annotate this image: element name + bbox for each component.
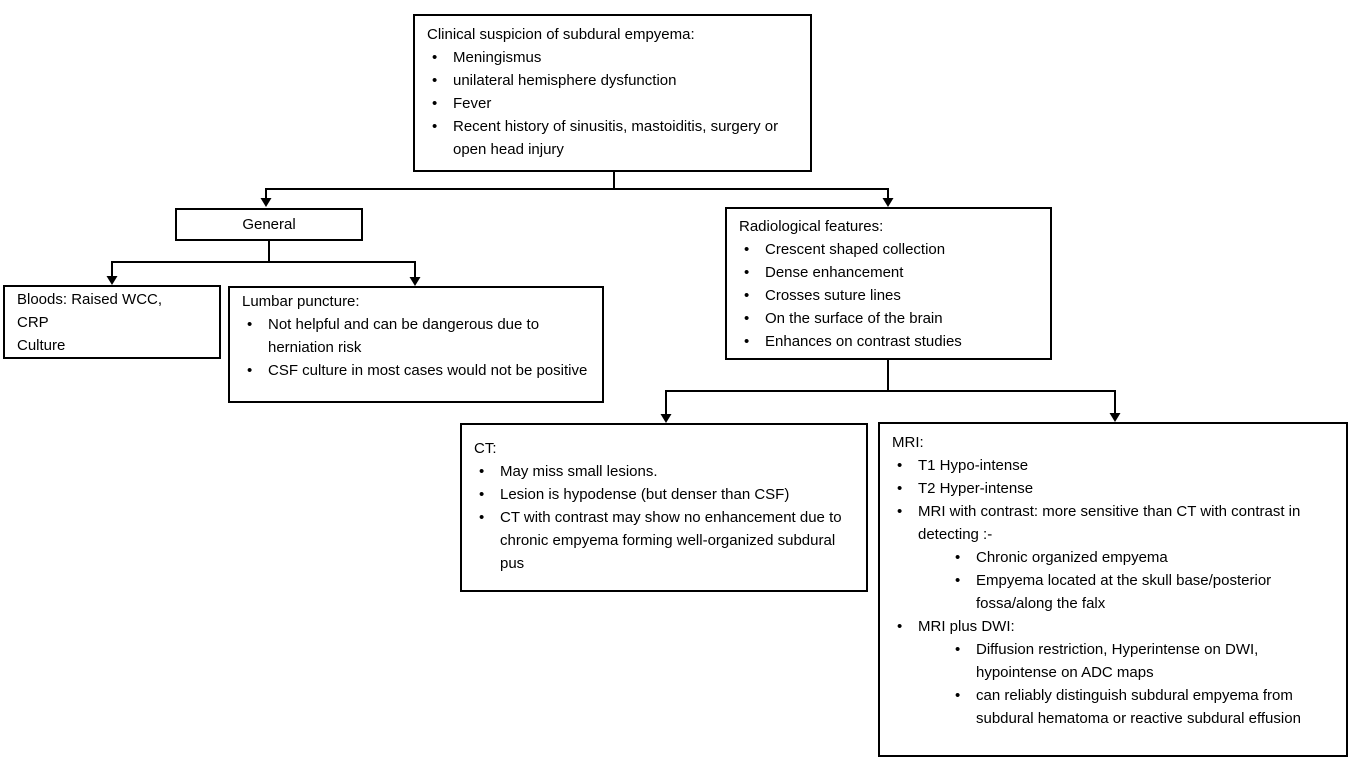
general-box-label: General	[242, 216, 296, 233]
bullet-icon: •	[744, 310, 750, 327]
bullet-icon: •	[744, 241, 750, 258]
bullet-item: • Fever	[427, 92, 800, 115]
bullet-text: T1 Hypo-intense	[918, 457, 1029, 474]
bullet-item: • unilateral hemisphere dysfunction	[427, 69, 800, 92]
bullet-text: Chronic organized empyema	[976, 549, 1168, 566]
bullet-icon: •	[479, 509, 485, 526]
radiological-box: Radiological features: • Crescent shaped…	[725, 207, 1052, 360]
bullet-item: • On the surface of the brain	[739, 307, 1040, 330]
bullet-icon: •	[897, 480, 903, 497]
bullet-item: • CSF culture in most cases would not be…	[242, 359, 592, 382]
bullet-icon: •	[744, 264, 750, 281]
bloods-lines: Bloods: Raised WCC, CRP Culture	[17, 288, 209, 357]
bullet-text: unilateral hemisphere dysfunction	[453, 72, 677, 89]
bullet-text: Fever	[453, 95, 492, 112]
ct-bullet-list: • May miss small lesions. • Lesion is hy…	[474, 460, 856, 575]
bullet-item: • Crosses suture lines	[739, 284, 1040, 307]
connector-top-branch	[265, 188, 889, 199]
radiological-bullet-list: • Crescent shaped collection • Dense enh…	[739, 238, 1040, 353]
arrowhead-to-lumbar	[409, 277, 421, 286]
bullet-icon: •	[479, 463, 485, 480]
bullet-item: • Not helpful and can be dangerous due t…	[242, 313, 592, 359]
bullet-item: • Dense enhancement	[739, 261, 1040, 284]
lumbar-puncture-box: Lumbar puncture: • Not helpful and can b…	[228, 286, 604, 403]
bullet-item: • Recent history of sinusitis, mastoidit…	[427, 115, 800, 161]
bullet-item: • MRI plus DWI:	[892, 615, 1338, 638]
bullet-text: can reliably distinguish subdural empyem…	[976, 687, 1301, 727]
bullet-icon: •	[432, 72, 438, 89]
bullet-icon: •	[479, 486, 485, 503]
arrowhead-to-general	[260, 198, 272, 207]
bullet-icon: •	[744, 287, 750, 304]
mri-bullet-list: • T1 Hypo-intense • T2 Hyper-intense • M…	[892, 454, 1338, 730]
connector-radiological-branch	[665, 390, 1116, 416]
connector-general-branch	[111, 261, 416, 279]
bullet-text: Crescent shaped collection	[765, 241, 946, 258]
root-box: Clinical suspicion of subdural empyema: …	[413, 14, 812, 172]
arrowhead-to-radiological	[882, 198, 894, 207]
lumbar-bullet-list: • Not helpful and can be dangerous due t…	[242, 313, 592, 382]
radiological-box-title: Radiological features:	[739, 218, 884, 235]
ct-box: CT: • May miss small lesions. • Lesion i…	[460, 423, 868, 592]
bullet-icon: •	[955, 641, 961, 658]
arrowhead-to-bloods	[106, 276, 118, 285]
bullet-icon: •	[432, 49, 438, 66]
arrowhead-to-ct	[660, 414, 672, 423]
ct-box-title: CT:	[474, 440, 497, 457]
bullet-item: • Diffusion restriction, Hyperintense on…	[950, 638, 1338, 684]
bullet-item: • Lesion is hypodense (but denser than C…	[474, 483, 856, 506]
bullet-text: CSF culture in most cases would not be p…	[268, 362, 588, 379]
arrowhead-to-mri	[1109, 413, 1121, 422]
bullet-icon: •	[247, 362, 253, 379]
general-box: General	[175, 208, 363, 241]
bullet-item: • Crescent shaped collection	[739, 238, 1040, 261]
bullet-item: • MRI with contrast: more sensitive than…	[892, 500, 1338, 546]
bullet-text: Enhances on contrast studies	[765, 333, 962, 350]
bullet-item: • Empyema located at the skull base/post…	[950, 569, 1338, 615]
bullet-item: • Chronic organized empyema	[950, 546, 1338, 569]
bullet-text: Meningismus	[453, 49, 542, 66]
text-line: CRP	[17, 314, 49, 331]
text-line: Culture	[17, 337, 66, 354]
bullet-icon: •	[955, 549, 961, 566]
bullet-icon: •	[247, 316, 253, 333]
bullet-text: Empyema located at the skull base/poster…	[976, 572, 1272, 612]
bullet-text: On the surface of the brain	[765, 310, 943, 327]
bullet-icon: •	[897, 503, 903, 520]
bullet-icon: •	[744, 333, 750, 350]
bullet-text: Recent history of sinusitis, mastoiditis…	[453, 118, 779, 158]
bullet-icon: •	[897, 618, 903, 635]
root-bullet-list: • Meningismus • unilateral hemisphere dy…	[427, 46, 800, 161]
bullet-text: MRI plus DWI:	[918, 618, 1015, 635]
bullet-icon: •	[955, 572, 961, 589]
bullet-item: • Enhances on contrast studies	[739, 330, 1040, 353]
bullet-icon: •	[432, 118, 438, 135]
bullet-item: • T2 Hyper-intense	[892, 477, 1338, 500]
bullet-text: Diffusion restriction, Hyperintense on D…	[976, 641, 1259, 681]
bullet-item: • T1 Hypo-intense	[892, 454, 1338, 477]
bullet-item: • CT with contrast may show no enhanceme…	[474, 506, 856, 575]
mri-box-title: MRI:	[892, 434, 924, 451]
bullet-text: May miss small lesions.	[500, 463, 658, 480]
bullet-item: • can reliably distinguish subdural empy…	[950, 684, 1338, 730]
bullet-text: Crosses suture lines	[765, 287, 901, 304]
bullet-icon: •	[432, 95, 438, 112]
bullet-text: CT with contrast may show no enhancement…	[500, 509, 842, 572]
bullet-text: Lesion is hypodense (but denser than CSF…	[500, 486, 790, 503]
bullet-text: MRI with contrast: more sensitive than C…	[918, 503, 1301, 543]
text-line: Bloods: Raised WCC,	[17, 291, 163, 308]
bullet-text: T2 Hyper-intense	[918, 480, 1034, 497]
bullet-item: • May miss small lesions.	[474, 460, 856, 483]
bullet-text: Dense enhancement	[765, 264, 904, 281]
bloods-box: Bloods: Raised WCC, CRP Culture	[3, 285, 221, 359]
bullet-item: • Meningismus	[427, 46, 800, 69]
bullet-icon: •	[955, 687, 961, 704]
bullet-icon: •	[897, 457, 903, 474]
lumbar-box-title: Lumbar puncture:	[242, 293, 360, 310]
mri-box: MRI: • T1 Hypo-intense • T2 Hyper-intens…	[878, 422, 1348, 757]
bullet-text: Not helpful and can be dangerous due to …	[268, 316, 540, 356]
root-box-title: Clinical suspicion of subdural empyema:	[427, 26, 695, 43]
